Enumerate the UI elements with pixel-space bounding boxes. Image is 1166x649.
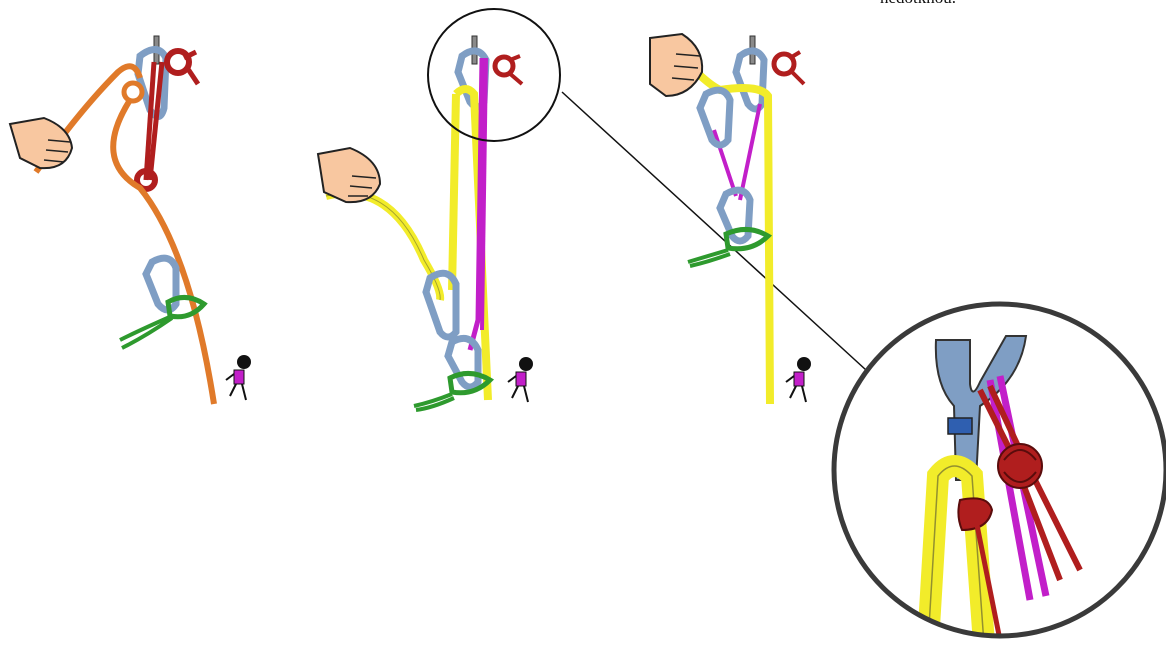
climber-icon: [507, 357, 533, 403]
hand-icon: [8, 116, 74, 170]
panel-3: [649, 32, 811, 405]
prusik-knot-icon: [687, 227, 773, 268]
zoom-circle-icon: [831, 301, 1166, 639]
carabiner-icon: [696, 86, 734, 149]
knot-icon: [492, 54, 516, 78]
zoom-connector-line: [561, 91, 867, 371]
panel-1: [8, 35, 251, 405]
carabiner-icon: [422, 269, 460, 341]
panel-2: [316, 8, 867, 412]
carabiner-icon: [732, 47, 768, 113]
carabiner-icon: [142, 254, 180, 314]
carabiner-icon: [716, 186, 754, 245]
prusik-knot-icon: [413, 371, 495, 412]
zoom-source-circle: [427, 8, 561, 142]
knot-icon: [164, 48, 192, 76]
hand-icon: [316, 146, 382, 204]
carabiner-icon: [444, 334, 482, 391]
prusik-knot-icon: [119, 295, 208, 350]
caption-text: nedotknou.: [880, 0, 956, 8]
zoom-detail: [831, 301, 1166, 639]
carabiner-icon: [934, 335, 1028, 481]
knot-icon: [771, 51, 797, 77]
climber-icon: [785, 357, 811, 403]
climber-icon: [225, 355, 251, 401]
hand-icon: [649, 32, 704, 98]
